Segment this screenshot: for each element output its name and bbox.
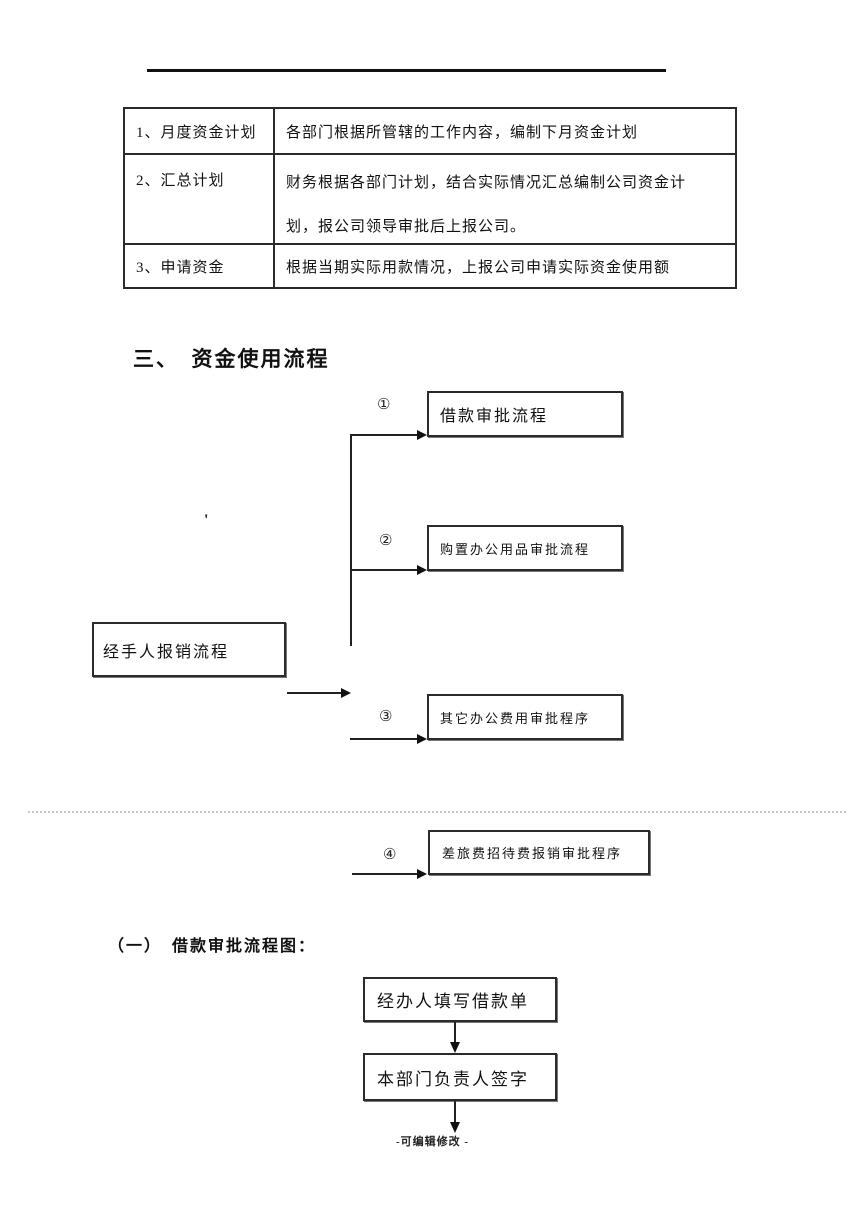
- fund-plan-table: 1、月度资金计划 各部门根据所管辖的工作内容，编制下月资金计划 2、汇总计划 财…: [123, 107, 737, 289]
- branch1-number: ①: [377, 397, 391, 413]
- loan-arrow2-head-icon: [450, 1122, 460, 1133]
- page-break-line: [28, 811, 846, 813]
- page-footer: -可编辑修改 -: [396, 1136, 470, 1148]
- table-row2-desc: 财务根据各部门计划，结合实际情况汇总编制公司资金计 划，报公司领导审批后上报公司…: [275, 155, 735, 245]
- section-heading: 三、 资金使用流程: [133, 347, 330, 371]
- table-row2-desc-line1: 财务根据各部门计划，结合实际情况汇总编制公司资金计: [286, 175, 687, 191]
- loan-arrow1-head-icon: [450, 1042, 460, 1053]
- branch1-box: 借款审批流程: [427, 391, 623, 437]
- branch2-number: ②: [379, 533, 393, 549]
- loan-arrow2-line: [454, 1101, 456, 1123]
- branch2-box: 购置办公用品审批流程: [427, 525, 623, 571]
- stray-quote-mark: ': [204, 512, 209, 529]
- branch3-box: 其它办公费用审批程序: [427, 694, 623, 740]
- source-arrow-line: [287, 692, 342, 694]
- branch2-line: [350, 569, 418, 571]
- branch3-number: ③: [379, 709, 393, 725]
- branch4-arrowhead-icon: [417, 869, 427, 879]
- branch1-arrowhead-icon: [417, 430, 427, 440]
- header-rule: [147, 69, 666, 72]
- sub-section-heading: （一） 借款审批流程图：: [108, 938, 317, 955]
- table-row1-desc: 各部门根据所管辖的工作内容，编制下月资金计划: [275, 109, 735, 155]
- loan-step1-box: 经办人填写借款单: [363, 977, 557, 1022]
- table-row2-label: 2、汇总计划: [125, 155, 275, 245]
- table-row3-label: 3、申请资金: [125, 245, 275, 287]
- loan-arrow1-line: [454, 1022, 456, 1043]
- branch1-line: [350, 434, 418, 436]
- source-box: 经手人报销流程: [92, 622, 286, 677]
- branch2-arrowhead-icon: [417, 565, 427, 575]
- loan-step2-box: 本部门负责人签字: [363, 1053, 557, 1101]
- branch4-number: ④: [383, 847, 397, 863]
- source-arrowhead-icon: [341, 688, 351, 698]
- branch4-line: [352, 873, 418, 875]
- branch4-box: 差旅费招待费报销审批程序: [428, 830, 650, 875]
- branch-trunk-line: [350, 434, 352, 646]
- table-row2-desc-line2: 划，报公司领导审批后上报公司。: [286, 219, 527, 235]
- table-row1-label: 1、月度资金计划: [125, 109, 275, 155]
- branch3-arrowhead-icon: [417, 734, 427, 744]
- branch3-line: [350, 738, 418, 740]
- table-row3-desc: 根据当期实际用款情况，上报公司申请实际资金使用额: [286, 259, 671, 276]
